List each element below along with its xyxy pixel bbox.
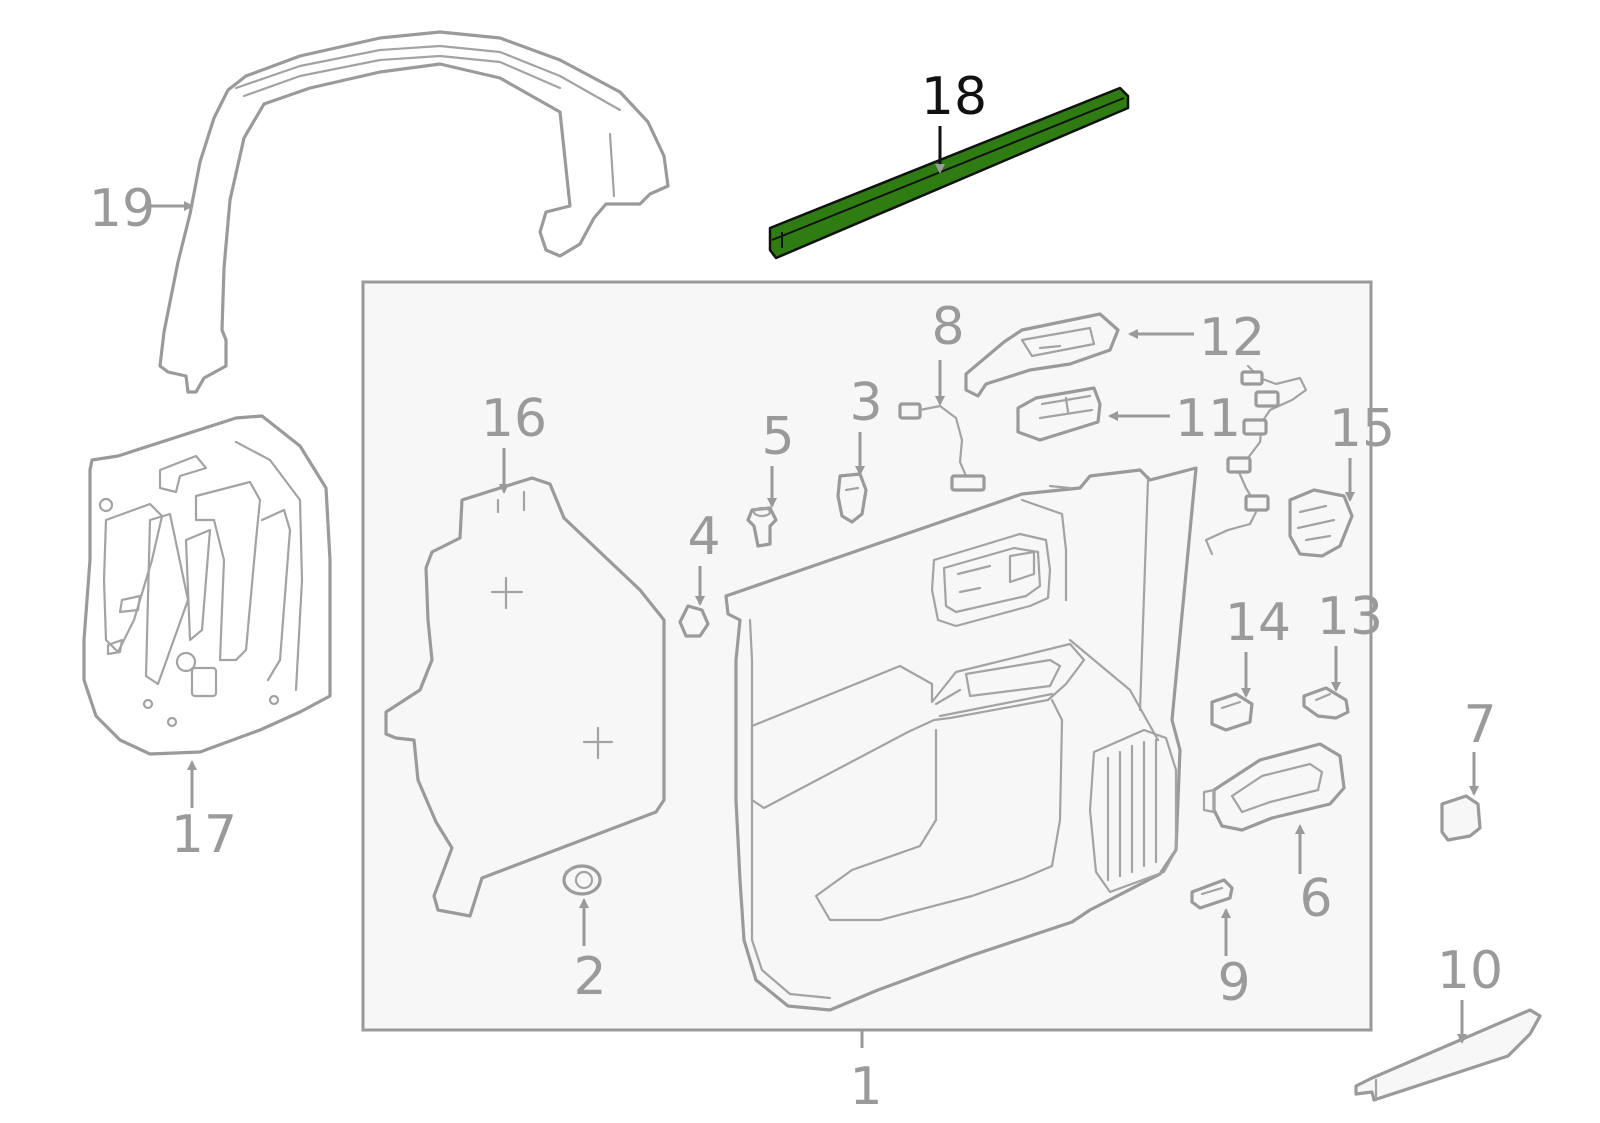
callout-5: 5 [761,407,794,467]
callout-18: 18 [921,67,987,127]
callout-9: 9 [1217,953,1250,1013]
callout-12: 12 [1199,308,1265,368]
part-13-clip[interactable] [1302,686,1350,720]
part-8-wire-harness[interactable] [898,402,986,492]
callout-10: 10 [1437,941,1503,1001]
part-9-plug[interactable] [1190,878,1234,910]
callout-4: 4 [687,507,720,567]
part-5-grommet[interactable] [746,506,778,548]
part-11-window-switch[interactable] [1016,386,1102,442]
part-2-push-pin[interactable] [562,864,602,896]
callout-14: 14 [1225,593,1291,653]
callout-17: 17 [171,805,237,865]
callout-13: 13 [1317,587,1383,647]
part-17-door-module[interactable] [82,414,332,756]
callout-6: 6 [1299,869,1332,929]
callout-15: 15 [1329,399,1395,459]
part-18-window-seal[interactable] [768,86,1130,260]
callout-16: 16 [481,389,547,449]
callout-1: 1 [849,1057,882,1117]
callout-8: 8 [931,297,964,357]
callout-3: 3 [849,373,882,433]
part-4-nut[interactable] [678,604,710,638]
part-3-clip[interactable] [836,472,868,524]
part-14-switch[interactable] [1210,692,1254,732]
part-12-switch-bezel[interactable] [964,312,1120,398]
part-15-lock-harness[interactable] [1204,364,1354,558]
leader-lines [150,126,1479,1048]
part-19-frame-molding[interactable] [158,30,670,394]
callout-7: 7 [1463,695,1496,755]
part-6-inside-handle[interactable] [1202,742,1346,832]
part-16-water-deflector[interactable] [384,476,666,918]
door-trim-panel[interactable] [724,466,1198,1012]
callout-2: 2 [573,947,606,1007]
part-10-trim-strip[interactable] [1354,1008,1542,1102]
callout-11: 11 [1175,389,1241,449]
callout-19: 19 [89,179,155,239]
callout-labels: 19 18 8 12 11 3 5 4 16 15 14 13 7 6 9 10… [89,67,1503,1117]
part-7-cap[interactable] [1440,794,1482,842]
